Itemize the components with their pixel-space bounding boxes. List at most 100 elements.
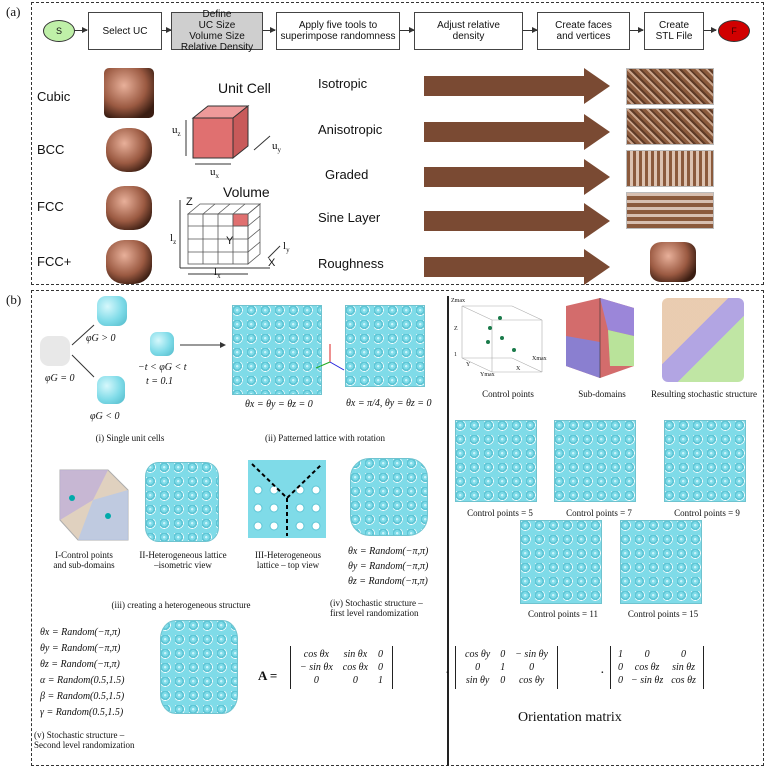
matrix-cell: sin θx [343,649,368,660]
tool-arrow-body [424,76,584,96]
flow-start-label: S [55,26,62,36]
stoch1-eq-x: θx = Random(−π,π) [348,546,429,557]
cp9-lattice-image [664,420,746,502]
stoch2-eq-beta: β = Random(0.5,1.5) [40,691,125,702]
stoch2-eq-y: θy = Random(−π,π) [40,643,121,654]
unit-cell-uy: uy [272,140,281,154]
matrix-cell: 0 [618,662,623,673]
tool-arrow-body [424,211,584,231]
ux-label: u [210,166,216,178]
tool-arrow-head [584,68,610,104]
result-anisotropic-image [626,108,714,145]
uy-label: u [272,140,278,152]
matrix-cell: 0 [500,649,506,660]
matrix-dot-1: · [445,666,450,681]
phi-zero-label: φG = 0 [45,373,75,384]
flow-arrow [704,27,717,33]
result-roughness-image [650,242,696,282]
het-caption-3: III-Heterogeneous lattice – top view [255,550,321,570]
ly-label: l [283,240,287,252]
patterned-eq2: θx = π/4, θy = θz = 0 [346,398,432,409]
matrix-cell: cos θy [518,675,545,686]
stoch2-eq-alpha: α = Random(0.5,1.5) [40,675,125,686]
panel-b [31,290,764,766]
control-points-caption: Control points [482,389,534,399]
single-cells-caption: (i) Single unit cells [95,433,165,443]
matrix-cell: − sin θz [631,675,664,686]
matrix-cell: 1 [377,675,383,686]
control-points-subdomain-cube [59,469,129,541]
volume-lz: lz [170,232,176,246]
fcc-cell-image [106,186,152,230]
panel-b-divider [447,296,449,766]
cp15-caption: Control points = 15 [627,609,699,619]
bcc-cell-image [106,128,152,172]
fcc-plus-cell-image [106,240,152,284]
lx-sub: x [217,272,221,281]
tool-anisotropic: Anisotropic [318,122,383,137]
flow-arrow [74,27,88,33]
flow-arrow [400,27,415,33]
resulting-caption: Resulting stochastic structure [651,389,757,399]
result-graded-image [626,150,714,187]
flow-arrow [263,27,276,33]
volume-title: Volume [223,184,270,200]
flow-arrow [630,27,644,33]
subdomains-caption: Sub-domains [578,389,626,399]
unit-type-fcc: FCC [37,199,64,214]
uz-sub: z [177,130,181,139]
matrix-cell: sin θz [672,662,696,673]
tool-roughness: Roughness [318,256,384,271]
panel-a-label: (a) [6,4,21,19]
matrix-cell: cos θz [634,662,660,673]
tool-arrow-head [584,114,610,150]
unit-cell-cube [185,104,271,165]
matrix-cell: 0 [618,675,623,686]
volume-axis-z: Z [186,196,193,208]
stoch2-eq-gamma: γ = Random(0.5,1.5) [40,707,124,718]
matrix-cell: 1 [618,649,623,660]
matrix-cell: 0 [681,649,687,660]
resulting-stochastic-image [662,298,744,382]
volume-axis-x: X [268,257,276,269]
axis-label-x: X [516,366,521,372]
lz-label: l [170,232,174,244]
axis-label-xmax: Xmax [532,356,547,362]
t-value-label: t = 0.1 [146,376,174,387]
matrix-cell: 0 [377,649,383,660]
flow-step-define: Define UC Size Volume Size Relative Dens… [171,9,263,53]
stochastic1-caption: (iv) Stochastic structure – first level … [330,598,423,618]
flow-arrow [523,27,538,33]
cubic-cell-image [104,68,154,118]
ly-sub: y [286,246,290,255]
panel-b-label: (b) [6,292,22,307]
matrix-caption: Orientation matrix [518,710,622,725]
flow-step-label: Adjust relative density [437,20,500,42]
phi-neg-label: φG < 0 [90,411,120,422]
cp5-caption: Control points = 5 [467,508,533,518]
patterned-lattice-image [232,305,322,395]
matrix-cell: 0 [529,662,535,673]
axes-triad-icon [315,344,345,371]
flow-end-label: F [731,26,737,36]
tool-arrow-head [584,203,610,239]
cp7-lattice-image [554,420,636,502]
tool-arrow-head [584,159,610,195]
matrix-cell: 0 [352,675,358,686]
matrix-cell: 0 [313,675,319,686]
rotated-lattice-image [345,305,425,387]
matrix-cell: 0 [475,662,481,673]
cp5-lattice-image [455,420,537,502]
tool-isotropic: Isotropic [318,76,368,91]
matrix-cell: cos θx [303,649,329,660]
volume-ly: ly [283,240,290,254]
panel-a [31,2,764,285]
axis-label-zmax: Zmax [451,298,465,304]
cp7-caption: Control points = 7 [566,508,632,518]
matrix-cell: cos θy [465,649,491,660]
